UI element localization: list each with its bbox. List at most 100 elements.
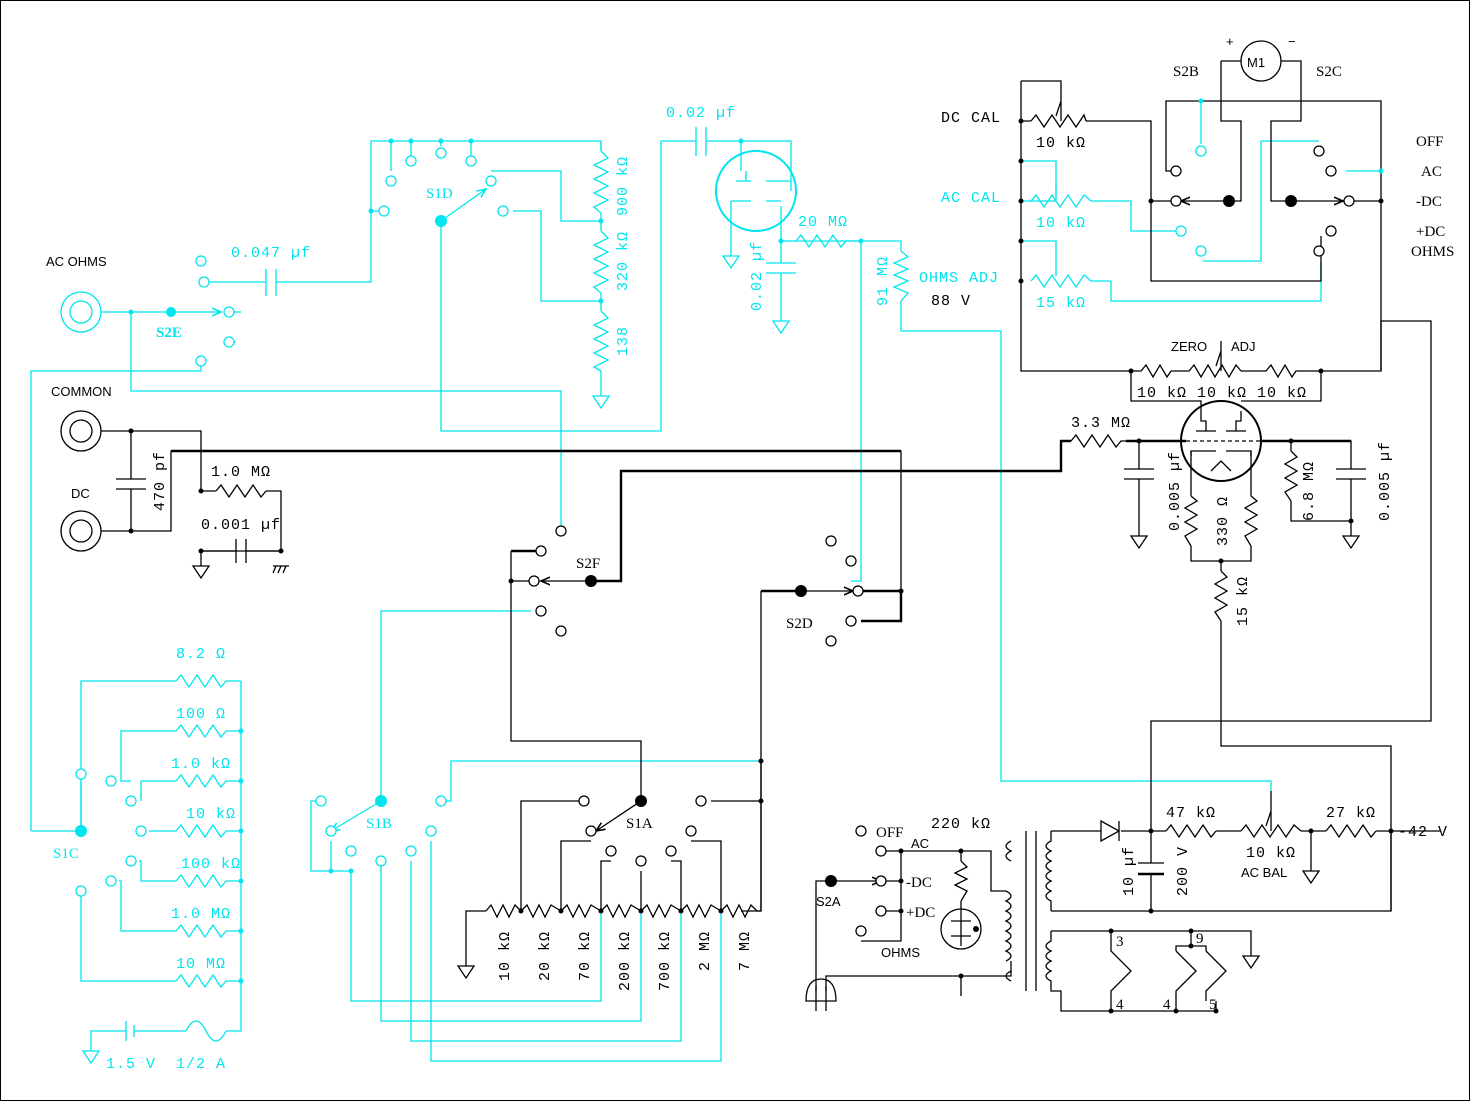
label-dc-cal: DC CAL <box>941 110 1001 127</box>
resistor-1M-input <box>215 483 267 499</box>
divider-70k <box>560 903 602 919</box>
label-r-900k: 900 kΩ <box>615 156 632 216</box>
divider-700k <box>640 903 682 919</box>
label-meter-minus: − <box>1288 34 1296 49</box>
label-shunt-10k: 10 kΩ <box>186 806 236 823</box>
resistor-1k <box>175 773 241 789</box>
label-pin-3: 3 <box>1116 934 1124 950</box>
power-plug <box>805 978 837 1011</box>
circuit-wiring <box>101 60 1441 1012</box>
label-divider-700k: 700 kΩ <box>657 931 674 991</box>
label-divider-20k: 20 kΩ <box>537 931 554 981</box>
label-r-220k: 220 kΩ <box>931 816 991 833</box>
label-r-330: 330 Ω <box>1215 496 1232 546</box>
label-r-138: 138 <box>615 326 632 356</box>
label-r-zero-right: 10 kΩ <box>1257 385 1307 402</box>
label-r-zero-left: 10 kΩ <box>1137 385 1187 402</box>
label-pos-negdc: -DC <box>1416 194 1442 210</box>
label-divider-7M: 7 MΩ <box>737 931 754 971</box>
label-dc: DC <box>71 486 90 501</box>
ground-symbols <box>81 255 1361 1065</box>
resistor-zero-left <box>1131 363 1172 379</box>
label-divider-2M: 2 MΩ <box>697 931 714 971</box>
label-s2f: S2F <box>576 556 600 572</box>
label-neg42v: -42 V <box>1398 824 1448 841</box>
tube-v2 <box>1180 400 1262 482</box>
fuse <box>185 1020 227 1042</box>
label-pos-ohms: OHMS <box>1411 244 1454 260</box>
label-pin-4b: 4 <box>1163 997 1171 1013</box>
switch-contacts-cyan[interactable] <box>75 145 1207 897</box>
label-s1c: S1C <box>53 846 79 862</box>
label-s2a-ac: AC <box>911 836 929 851</box>
label-s2e: S2E <box>156 325 182 341</box>
pot-ac-cal <box>1030 193 1092 209</box>
switch-contacts-black[interactable] <box>528 145 1355 937</box>
resistor-6.8M <box>1283 450 1299 502</box>
label-divider-10k: 10 kΩ <box>497 931 514 981</box>
label-r-27k: 27 kΩ <box>1326 805 1376 822</box>
pot-dc-cal <box>1030 113 1087 129</box>
jack-dc <box>60 510 102 552</box>
label-c-0047: 0.047 µf <box>231 245 311 262</box>
label-pot-ac-cal: 10 kΩ <box>1036 215 1086 232</box>
label-pot-ac-bal: 10 kΩ <box>1246 845 1296 862</box>
label-s1a: S1A <box>626 816 653 832</box>
label-s2b: S2B <box>1173 64 1199 80</box>
resistor-27k <box>1325 823 1377 839</box>
label-c-0001: 0.001 µf <box>201 517 281 534</box>
label-ac-ohms: AC OHMS <box>46 254 107 269</box>
label-battery: 1.5 V <box>106 1056 156 1073</box>
label-s2a-off: OFF <box>876 825 904 841</box>
label-88v: 88 V <box>931 293 971 310</box>
label-fuse: 1/2 A <box>176 1056 226 1073</box>
resistor-100ohm <box>175 723 241 739</box>
label-pos-off: OFF <box>1416 134 1444 150</box>
label-shunt-100k: 100 kΩ <box>181 856 241 873</box>
label-s2a: S2A <box>816 894 841 909</box>
resistor-330-right <box>1243 495 1259 547</box>
divider-10k <box>485 903 522 919</box>
label-divider-70k: 70 kΩ <box>577 931 594 981</box>
resistor-138 <box>592 310 610 372</box>
pot-zero-adj <box>1171 363 1242 379</box>
resistor-10M <box>175 973 241 989</box>
label-ac-cal: AC CAL <box>941 190 1001 207</box>
label-c-0005-right: 0.005 µf <box>1377 441 1394 521</box>
label-pot-dc-cal: 10 kΩ <box>1036 135 1086 152</box>
label-shunt-10M: 10 MΩ <box>176 956 226 973</box>
transformer <box>1004 831 1227 1012</box>
divider-20k <box>520 903 562 919</box>
resistor-1M <box>175 923 241 939</box>
label-pin-4a: 4 <box>1116 997 1124 1013</box>
label-zero: ZERO <box>1171 339 1207 354</box>
label-s2c: S2C <box>1316 64 1342 80</box>
resistor-100k <box>175 873 241 889</box>
label-r-91M: 91 MΩ <box>875 256 892 306</box>
resistors-black <box>215 113 1377 919</box>
jacks <box>60 291 102 552</box>
label-s2a-posdc: +DC <box>906 905 935 921</box>
resistor-8.2ohm <box>175 673 241 689</box>
labels: AC OHMS COMMON DC S2E S1D S1C S1B S1A S2… <box>46 34 1454 1073</box>
resistor-15k <box>1213 570 1229 622</box>
label-pos-posdc: +DC <box>1416 224 1445 240</box>
label-v-200: 200 V <box>1175 846 1192 896</box>
label-ac-bal: AC BAL <box>1241 865 1287 880</box>
label-pin-5: 5 <box>1209 997 1217 1013</box>
label-r-zero-mid: 10 kΩ <box>1197 385 1247 402</box>
label-shunt-1k: 1.0 kΩ <box>171 756 231 773</box>
resistor-47k <box>1165 823 1217 839</box>
meter-m1 <box>1240 40 1282 82</box>
label-r-320k: 320 kΩ <box>615 231 632 291</box>
label-s2a-negdc: -DC <box>906 875 932 891</box>
divider-2M <box>680 903 722 919</box>
divider-7M <box>720 903 761 919</box>
label-pot-ohms-adj: 15 kΩ <box>1036 295 1086 312</box>
resistor-91M <box>892 250 910 302</box>
switch-rotors[interactable] <box>75 195 1297 887</box>
label-ohms-adj: OHMS ADJ <box>919 270 999 287</box>
resistor-220k <box>953 860 969 902</box>
